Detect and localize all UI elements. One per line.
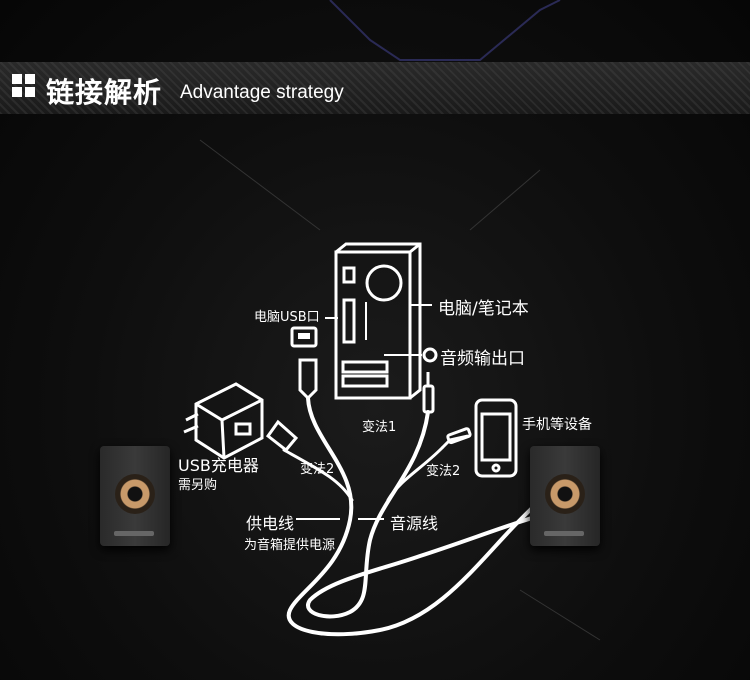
- label-method1: 变法1: [362, 420, 397, 435]
- label-power-note: 为音箱提供电源: [244, 538, 336, 553]
- speaker-brand-plate: [114, 531, 154, 536]
- label-method2-left: 变法2: [300, 462, 335, 477]
- label-usb-charger: USB充电器: [178, 456, 259, 475]
- section-header: 链接解析 Advantage strategy: [0, 62, 750, 114]
- label-audio-out: 音频输出口: [440, 349, 525, 369]
- header-subtitle: Advantage strategy: [180, 82, 344, 103]
- audio-plug-top-icon: [422, 372, 435, 414]
- audio-port-icon: [422, 347, 438, 363]
- speaker-left: [100, 446, 170, 546]
- speaker-icon: [545, 474, 585, 514]
- label-method2-right: 变法2: [426, 464, 461, 479]
- label-phone: 手机等设备: [522, 417, 592, 433]
- label-pc-laptop: 电脑/笔记本: [438, 299, 529, 319]
- phone-icon: [474, 398, 518, 478]
- header-texture: [0, 62, 750, 114]
- audio-plug-phone-icon: [440, 427, 472, 450]
- usb-charger-icon: [183, 382, 264, 460]
- speaker-brand-plate: [544, 531, 584, 536]
- header-title: 链接解析: [46, 76, 163, 109]
- cables: [282, 396, 577, 637]
- label-pc-usb: 电脑USB口: [254, 310, 320, 325]
- speaker-right: [530, 446, 600, 546]
- speaker-icon: [115, 474, 155, 514]
- label-power-cable: 供电线: [246, 514, 295, 533]
- label-buy-separately: 需另购: [178, 478, 218, 493]
- pc-tower-icon: [334, 242, 422, 400]
- label-audio-cable: 音源线: [390, 514, 439, 533]
- usb-plug-icon: [290, 326, 318, 401]
- windows-icon: [12, 74, 36, 98]
- usb-plug-charger-icon: [265, 419, 299, 453]
